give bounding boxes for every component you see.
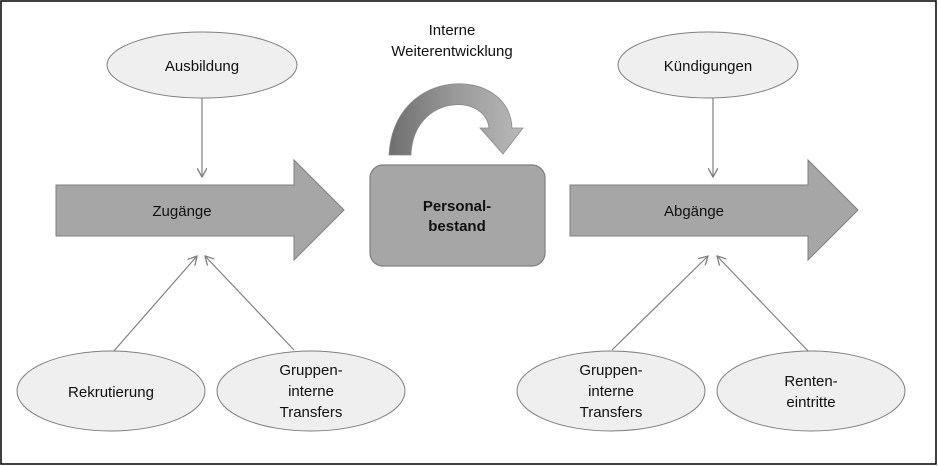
label-rekrutierung: Rekrutierung xyxy=(68,384,154,401)
label-ausbildung: Ausbildung xyxy=(165,58,239,75)
inflow-label: Zugänge xyxy=(152,203,211,220)
ellipse-rekrutierung xyxy=(16,350,206,432)
connector-rekrutierung-to-inflow xyxy=(112,256,197,353)
outflow-arrow xyxy=(569,158,859,262)
stock-label-line1: Personal- xyxy=(423,198,491,215)
ellipse-ausbildung xyxy=(106,31,298,99)
outflow-label: Abgänge xyxy=(664,203,724,220)
ellipse-transfers-in xyxy=(216,350,406,432)
inflow-arrow xyxy=(55,158,345,262)
internal-development-label-line1: Interne xyxy=(429,22,476,39)
label-transfers-out-line2: interne xyxy=(588,383,634,400)
stock-box xyxy=(369,164,546,267)
label-kuendigungen: Kündigungen xyxy=(664,58,752,75)
ellipse-renten xyxy=(716,350,906,432)
connector-renten-to-outflow xyxy=(717,256,811,354)
label-transfers-out-line3: Transfers xyxy=(580,404,643,421)
stock-label-line2: bestand xyxy=(428,218,486,235)
internal-development-label-line2: Weiterentwicklung xyxy=(391,43,512,60)
ellipse-transfers-out xyxy=(516,350,706,432)
ellipse-kuendigungen xyxy=(617,31,799,99)
internal-development-curved-arrow-icon xyxy=(388,83,524,156)
label-transfers-in-line1: Gruppen- xyxy=(279,362,342,379)
label-renten-line2: eintritte xyxy=(786,394,835,411)
connector-transfers-in-to-inflow xyxy=(205,256,295,351)
connector-transfers-out-to-outflow xyxy=(611,256,708,351)
label-transfers-out-line1: Gruppen- xyxy=(579,362,642,379)
label-transfers-in-line3: Transfers xyxy=(280,404,343,421)
label-renten-line1: Renten- xyxy=(784,373,837,390)
label-transfers-in-line2: interne xyxy=(288,383,334,400)
